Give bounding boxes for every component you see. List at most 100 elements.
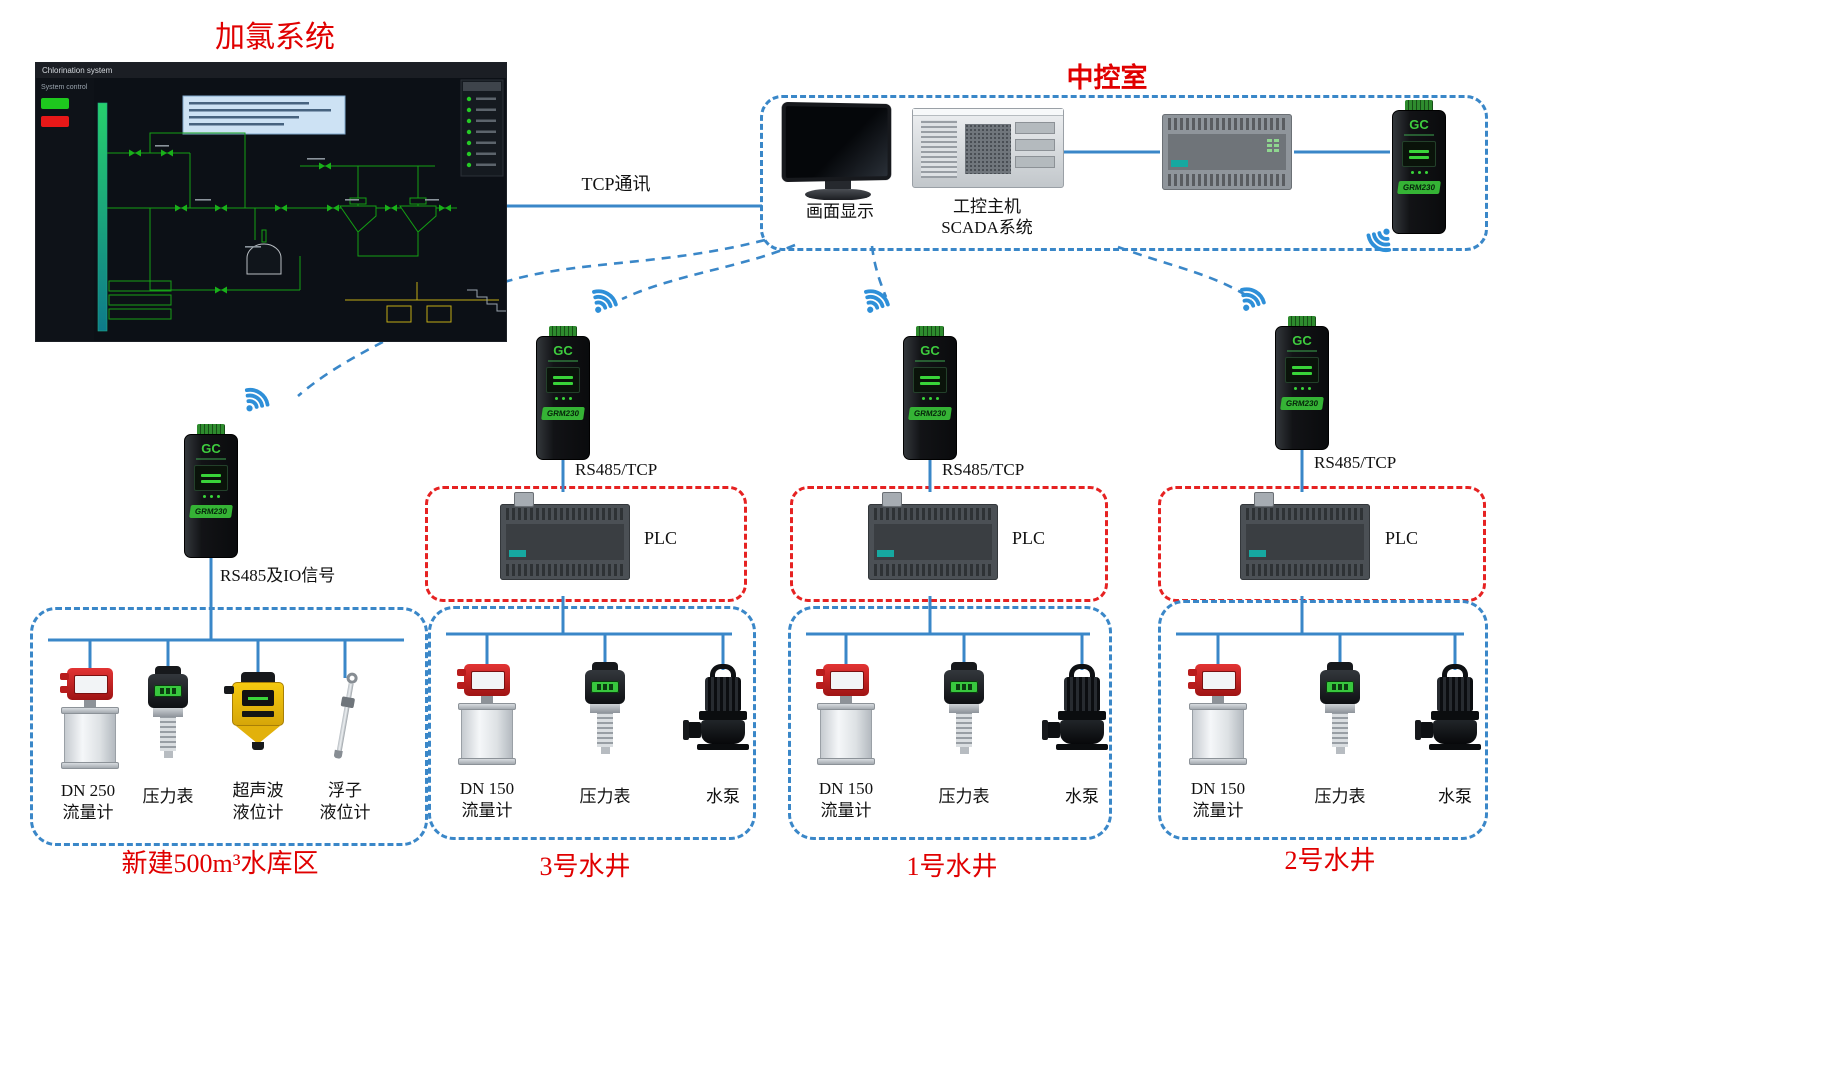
grm-body: GC GRM230 [903,336,957,460]
grm-brand: GC [553,343,573,358]
grm-terminal-block [197,424,225,434]
device-label: DN 150 流量计 [459,779,515,820]
device-label: 水泵 [706,787,740,806]
device-label: 压力表 [579,787,631,806]
plc-connector [1254,492,1274,507]
grm-display [194,465,228,491]
monitor-base [805,189,871,200]
flow-meter-head [60,668,113,700]
grm-terminal-block [549,326,577,336]
well1-plc-image [868,492,998,580]
plc-terminal-row [874,564,992,576]
device-label: 水泵 [1065,787,1099,806]
well1-heading: 1号水井 [906,852,998,881]
chlorination-sidebar: System control [36,78,94,341]
plc-brand-badge [1171,160,1188,167]
flow-meter-image [455,664,519,765]
well3-plc-image [500,492,630,580]
grm230-module-reservoir: GC GRM230 [184,424,238,558]
well2-link-label: RS485/TCP [1314,453,1397,472]
plc-terminal-row [874,508,992,520]
ipc-vent-grille [921,120,957,178]
control-room-plc-image [1162,114,1292,190]
grm-model-label: GRM230 [908,407,952,420]
grm-body: GC GRM230 [1275,326,1329,450]
grm-display [1402,141,1436,167]
well2-plc-label: PLC [1385,528,1419,548]
wifi-signal-icon [1366,228,1392,253]
pump-image [1042,664,1114,750]
plc-brand-badge [1249,550,1266,557]
monitor-label: 画面显示 [806,202,874,221]
plc-terminal-row [506,564,624,576]
pressure-gauge-image [577,662,633,754]
storage-tank-shape [246,229,282,275]
ipc-top-edge [913,109,1063,116]
system-control-label: System control [41,84,88,91]
device-label: 压力表 [1314,787,1366,806]
well2-heading: 2号水井 [1284,846,1376,875]
flow-meter-head [1188,664,1241,696]
plc-connector [514,492,534,507]
chlorination-screenshot: Chlorination system System control [35,62,507,342]
chlorination-window-title: Chlorination system [36,63,506,78]
device-label: 压力表 [938,787,990,806]
grm-brand: GC [1409,117,1429,132]
wifi-signal-icon [864,289,890,313]
wifi-signal-icon [1240,287,1266,311]
chlorination-schematic [95,78,506,341]
plc-brand-badge [877,550,894,557]
device-label: 水泵 [1438,787,1472,806]
wifi-signal-icon [592,289,618,313]
grm-display [1285,357,1319,383]
well2-plc-image [1240,492,1370,580]
device-label: 压力表 [142,787,194,806]
plc-terminal-row [1168,174,1286,186]
grm-terminal-block [1288,316,1316,326]
control-room-heading: 中控室 [1066,63,1148,93]
grm-model-label: GRM230 [189,505,233,518]
plc-led-block [1267,139,1279,152]
pump-image [1415,664,1487,750]
grm230-module-control-room: GC GRM230 [1392,100,1446,234]
pump-image [683,664,755,750]
grm230-module-well2: GC GRM230 [1275,316,1329,450]
device-label: 浮子 液位计 [319,781,371,822]
monitor-image [781,101,894,200]
grm-brand: GC [920,343,940,358]
plc-connector [882,492,902,507]
reservoir-link-label: RS485及IO信号 [220,566,336,585]
device-label: 超声波 液位计 [232,781,284,822]
plc-terminal-row [506,508,624,520]
grm-terminal-block [916,326,944,336]
monitor-screen [781,101,892,183]
grm-terminal-block [1405,100,1433,110]
well3-plc-label: PLC [644,528,678,548]
start-button-image [41,98,69,109]
device-label: DN 150 流量计 [818,779,874,820]
grm-body: GC GRM230 [1392,110,1446,234]
plc-brand-badge [509,550,526,557]
well3-link-label: RS485/TCP [575,460,658,479]
ultrasonic-level-meter-image [223,672,293,750]
solid-bus-lines [48,150,1464,678]
grm-model-label: GRM230 [541,407,585,420]
grm-display [546,367,580,393]
ipc-drive-bays [1015,122,1055,168]
flow-meter-image [58,668,122,769]
well1-link-label: RS485/TCP [942,460,1025,479]
flow-meter-head [816,664,869,696]
grm-model-label: GRM230 [1397,181,1441,194]
pressure-gauge-image [1312,662,1368,754]
stop-button-image [41,116,69,127]
flow-meter-head [457,664,510,696]
grm230-module-well1: GC GRM230 [903,326,957,460]
well3-heading: 3号水井 [539,852,631,881]
well1-plc-label: PLC [1012,528,1046,548]
grm-body: GC GRM230 [184,434,238,558]
grm-body: GC GRM230 [536,336,590,460]
tcp-link-label: TCP通讯 [581,174,651,194]
grm-display [913,367,947,393]
